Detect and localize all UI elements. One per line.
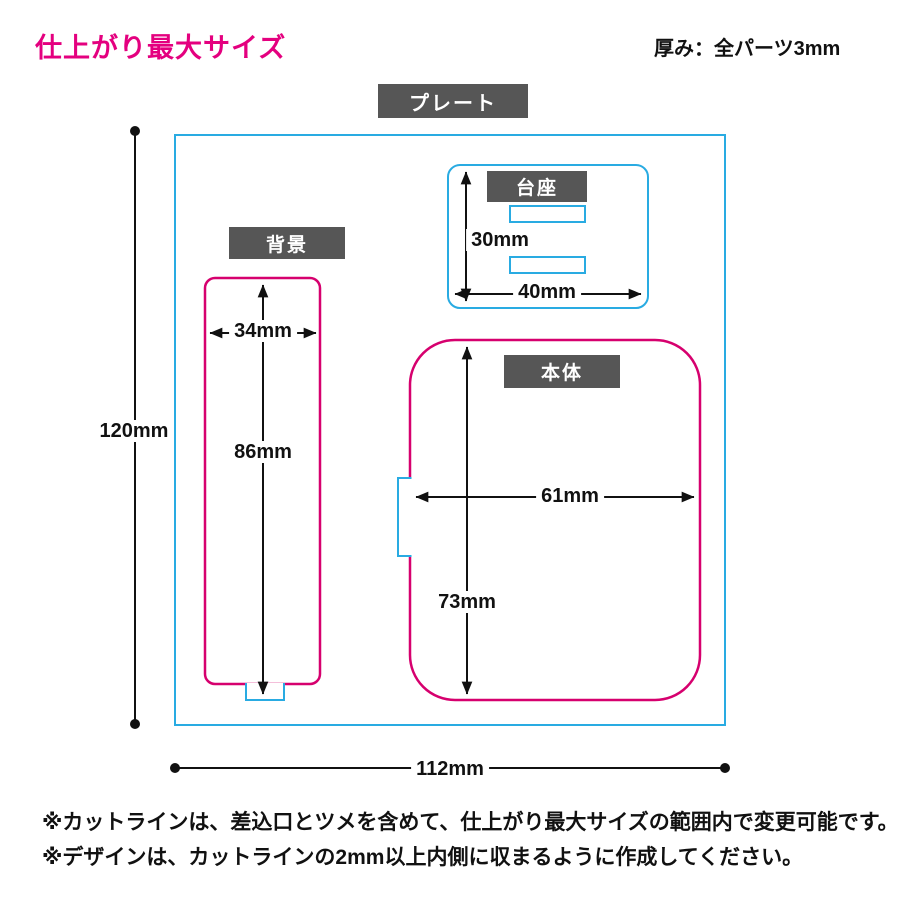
base-slot-top (509, 205, 586, 223)
footnote-cutline: ※カットラインは、差込口とツメを含めて、仕上がり最大サイズの範囲内で変更可能です… (42, 811, 899, 834)
background-height-value: 86mm (229, 441, 297, 463)
plate-outline (174, 134, 726, 726)
dimension-endpoint-dot (130, 126, 140, 136)
body-width-value: 61mm (536, 485, 604, 507)
body-label: 本体 (504, 355, 620, 388)
page-title: 仕上がり最大サイズ (35, 33, 287, 63)
background-label: 背景 (229, 227, 345, 259)
thickness-note: 厚み：全パーツ3mm (654, 38, 841, 60)
base-label: 台座 (487, 171, 587, 202)
plate-label: プレート (378, 84, 528, 118)
body-part-outline (408, 338, 702, 702)
dimension-endpoint-dot (170, 763, 180, 773)
background-width-value: 34mm (229, 320, 297, 342)
background-part-tab (245, 683, 285, 701)
plate-width-value: 112mm (411, 758, 489, 780)
body-height-value: 73mm (433, 591, 501, 613)
base-width-value: 40mm (513, 281, 581, 303)
body-part-tab (397, 477, 412, 557)
footnote-design: ※デザインは、カットラインの2mm以上内側に収まるように作成してください。 (42, 846, 804, 869)
base-height-value: 30mm (466, 229, 534, 251)
plate-height-value: 120mm (94, 420, 174, 442)
dimension-endpoint-dot (130, 719, 140, 729)
dimension-endpoint-dot (720, 763, 730, 773)
base-slot-bottom (509, 256, 586, 274)
